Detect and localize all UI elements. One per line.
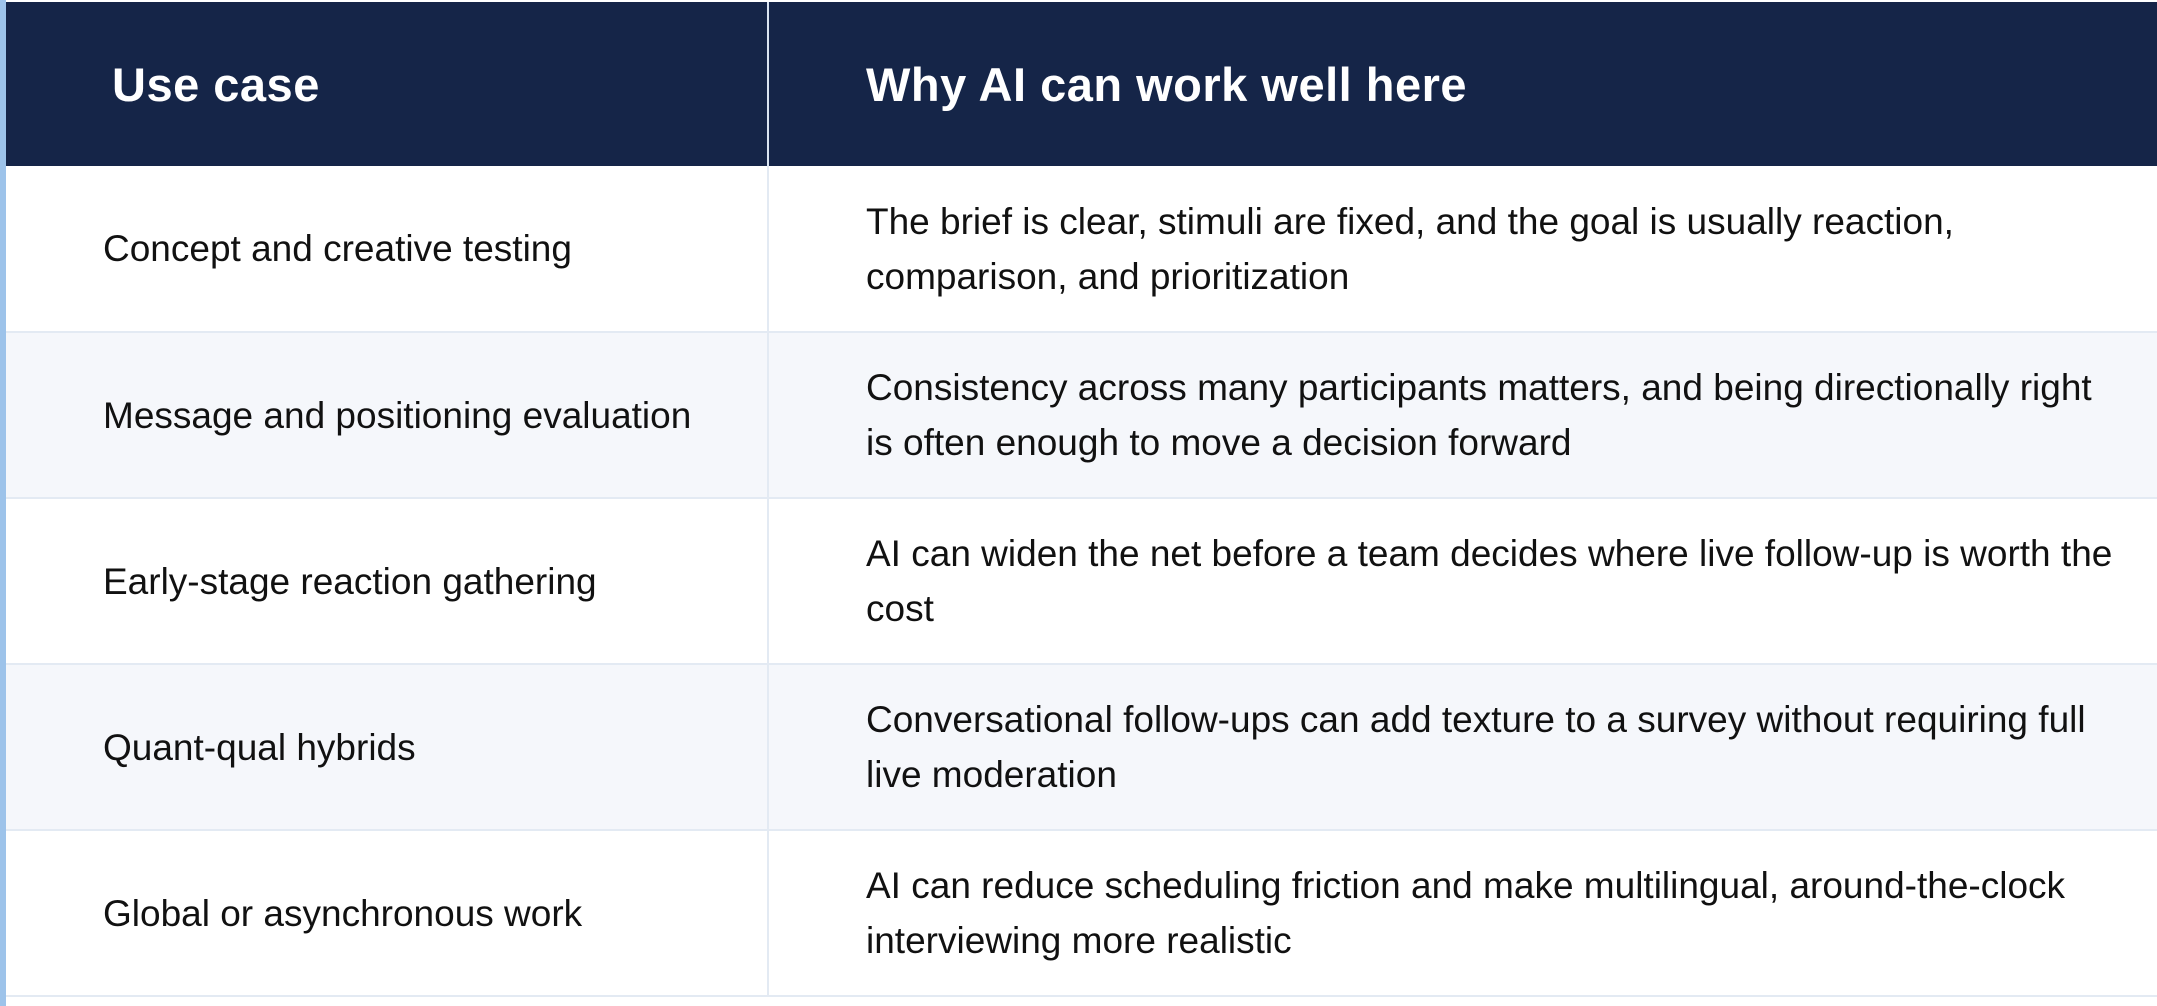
use-case-cell: Concept and creative testing — [6, 166, 769, 333]
use-case-table: Use case Why AI can work well here Conce… — [6, 2, 2157, 997]
reason-cell: AI can reduce scheduling friction and ma… — [768, 830, 2157, 997]
table-header: Use case Why AI can work well here — [6, 2, 2157, 166]
use-case-cell: Global or asynchronous work — [6, 830, 769, 997]
table-row: Concept and creative testing The brief i… — [6, 166, 2157, 333]
reason-cell: Consistency across many participants mat… — [768, 332, 2157, 499]
reason-cell: The brief is clear, stimuli are fixed, a… — [768, 166, 2157, 333]
reason-cell: Conversational follow-ups can add textur… — [768, 664, 2157, 831]
left-accent-bar — [0, 0, 6, 1006]
reason-cell: AI can widen the net before a team decid… — [768, 498, 2157, 665]
table-row: Quant-qual hybrids Conversational follow… — [6, 664, 2157, 831]
header-why-ai: Why AI can work well here — [768, 2, 2157, 166]
table-row: Early-stage reaction gathering AI can wi… — [6, 498, 2157, 665]
header-row: Use case Why AI can work well here — [6, 2, 2157, 166]
use-case-cell: Message and positioning evaluation — [6, 332, 769, 499]
table-body: Concept and creative testing The brief i… — [6, 166, 2157, 997]
use-case-cell: Quant-qual hybrids — [6, 664, 769, 831]
header-use-case: Use case — [6, 2, 769, 166]
use-case-cell: Early-stage reaction gathering — [6, 498, 769, 665]
table-row: Global or asynchronous work AI can reduc… — [6, 830, 2157, 997]
table-row: Message and positioning evaluation Consi… — [6, 332, 2157, 499]
